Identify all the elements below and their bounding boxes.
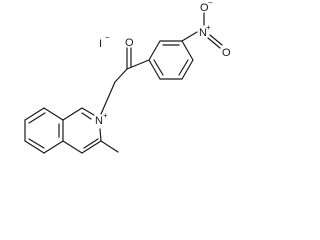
nitro-group: N + O − O <box>181 0 231 59</box>
carbonyl-oxygen: O <box>125 37 134 49</box>
ring-double-bond <box>178 59 189 76</box>
nitro-oxygen-top: O <box>200 2 209 14</box>
n-o-double-bond <box>207 37 221 49</box>
c-n-bond <box>181 31 198 42</box>
n-o-double-bond <box>209 34 223 46</box>
ring-double-bond <box>83 138 99 149</box>
iodide-charge: − <box>105 33 110 42</box>
nitro-oxygen-top-charge: − <box>208 0 213 7</box>
ring-double-bond <box>153 59 164 76</box>
carbonyl-ch2-bond <box>114 68 128 83</box>
ring-double-bond <box>28 138 45 149</box>
ring-bond <box>43 140 64 154</box>
carbonyl-group: O <box>100 37 150 115</box>
ring-bond <box>148 40 161 61</box>
iodide-symbol: I <box>99 38 102 50</box>
ring-bond <box>148 59 161 80</box>
ring-bond <box>24 107 45 121</box>
iodide-counterion: I − <box>99 33 110 50</box>
ring-bond <box>181 40 194 61</box>
ring-double-bond <box>28 112 46 124</box>
nitro-nitrogen: N <box>199 27 207 39</box>
ring-bond <box>62 107 83 121</box>
ring-nitrogen: N <box>95 115 103 127</box>
ring-bond <box>99 128 102 142</box>
ring-bond <box>81 140 102 154</box>
molecule-diagram: I − N + O − O O N + <box>24 0 231 154</box>
ring-double-bond <box>81 112 92 120</box>
isoquinolinium-ring: N + <box>24 107 108 154</box>
ring-bond <box>24 140 45 154</box>
ring-bond <box>43 107 64 121</box>
ring-bond <box>81 107 95 116</box>
nitrophenyl-ring <box>148 40 194 80</box>
nitro-oxygen-bottom: O <box>222 47 231 59</box>
ring-bond <box>62 140 83 154</box>
ch2-n-bond <box>100 81 116 115</box>
ring-bond <box>181 59 194 80</box>
nitro-nitrogen-charge: + <box>206 23 211 32</box>
ring-carbonyl-bond <box>126 59 150 70</box>
ring-nitrogen-charge: + <box>103 111 108 120</box>
methyl-bond <box>100 140 119 153</box>
